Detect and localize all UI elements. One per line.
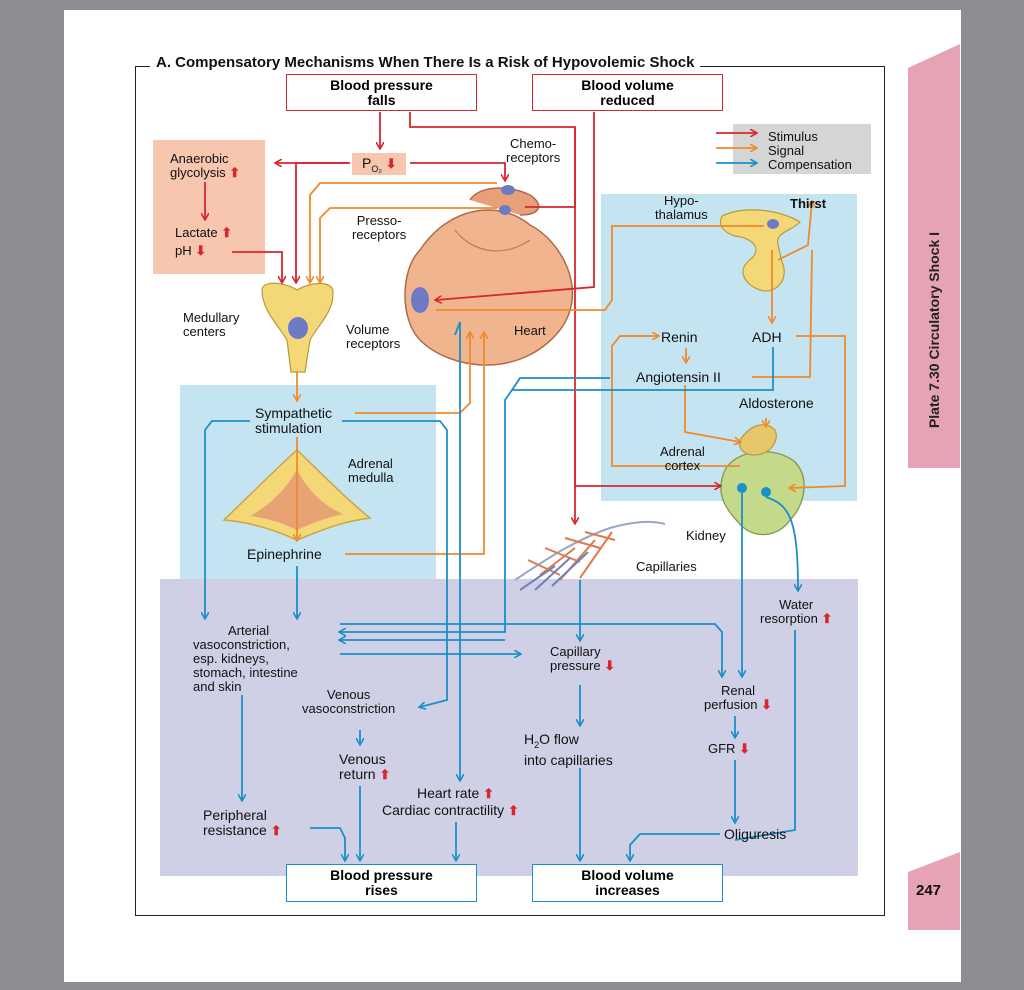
capillaries-illustration [514, 520, 666, 591]
anaerobic-glycolysis-label: Anaerobic glycolysis ⬆ [170, 151, 241, 180]
gfr-label: GFR ⬇ [708, 741, 750, 756]
water-resorption-label: Water resorption ⬆ [760, 597, 833, 626]
ph-label: pH ⬇ [175, 243, 207, 258]
down-arrow-icon: ⬇ [604, 658, 616, 673]
hormonal-region [601, 194, 857, 501]
capillary-pressure-label: Capillary pressure ⬇ [550, 644, 616, 673]
heart-label: Heart [514, 323, 546, 338]
po2-box [352, 153, 406, 175]
chemoreceptors-label: Chemo-receptors [506, 136, 561, 165]
lactate-label: Lactate ⬆ [175, 225, 233, 240]
peripheral-resistance-label: Peripheral resistance ⬆ [203, 807, 282, 839]
oliguresis-label: Oliguresis [724, 826, 787, 842]
thirst-label: Thirst [790, 196, 827, 211]
heart-rate-label: Heart rate ⬆ [417, 785, 495, 802]
cardiac-contractility-label: Cardiac contractility ⬆ [382, 802, 519, 819]
up-arrow-icon: ⬆ [270, 823, 282, 838]
up-arrow-icon: ⬆ [508, 803, 519, 818]
epinephrine-label: Epinephrine [247, 546, 322, 562]
compensation-arrows [205, 321, 798, 860]
capillaries-label: Capillaries [636, 559, 697, 574]
hypothalamus-label: Hypo-thalamus [655, 193, 708, 222]
page-number: 247 [916, 882, 942, 899]
up-arrow-icon: ⬆ [483, 786, 495, 801]
legend-stimulus: Stimulus [768, 129, 818, 144]
stimulus-arrows [205, 112, 720, 523]
po2-label: PO₂ ⬇ [362, 155, 397, 174]
legend-signal: Signal [768, 143, 805, 158]
renal-perfusion-label: Renal perfusion ⬇ [704, 683, 773, 712]
kidney-label: Kidney [686, 528, 726, 543]
down-arrow-icon: ⬇ [761, 697, 773, 712]
renin-label: Renin [661, 329, 698, 345]
angiotensin-label: Angiotensin II [636, 369, 721, 385]
down-arrow-icon: ⬇ [385, 156, 397, 171]
brainstem-illustration [261, 282, 334, 373]
up-arrow-icon: ⬆ [221, 225, 233, 240]
legend-compensation: Compensation [768, 157, 852, 172]
figure-title: A. Compensatory Mechanisms When There Is… [150, 54, 701, 71]
aldosterone-label: Aldosterone [739, 395, 814, 411]
signal-arrows [297, 182, 846, 555]
plate-side-tab [908, 44, 960, 468]
hypothalamus-illustration [719, 209, 801, 292]
adh-label: ADH [752, 329, 782, 345]
down-arrow-icon: ⬇ [195, 243, 207, 258]
up-arrow-icon: ⬆ [379, 767, 391, 782]
arterial-vasoconstriction-label: Arterial vasoconstriction, esp. kidneys,… [193, 623, 298, 694]
pressoreceptors-label: Presso-receptors [352, 213, 407, 242]
up-arrow-icon: ⬆ [229, 165, 241, 180]
down-arrow-icon: ⬇ [739, 741, 750, 756]
heart-illustration [404, 185, 573, 366]
venous-return-label: Venous return ⬆ [339, 751, 391, 783]
h2o-flow-label: H2O flow into capillaries [524, 731, 613, 768]
up-arrow-icon: ⬆ [821, 611, 833, 626]
legend-arrows [716, 133, 756, 163]
